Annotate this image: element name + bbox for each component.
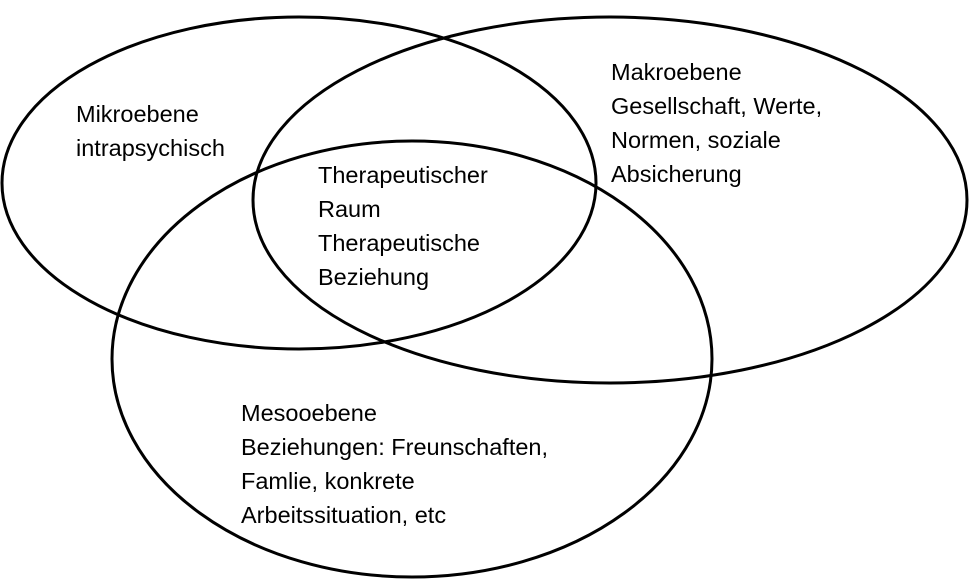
center-label-line: Raum	[318, 196, 381, 222]
makro-label-line: Gesellschaft, Werte,	[611, 93, 823, 119]
center-label-line: Therapeutische	[318, 230, 480, 256]
mikro-label-line: intrapsychisch	[76, 135, 225, 161]
mikro-label-line: Mikroebene	[76, 101, 199, 127]
meso-label-line: Mesooebene	[241, 400, 377, 426]
meso-label: Mesooebene Beziehungen: Freunschaften, F…	[241, 396, 548, 532]
center-label: Therapeutischer Raum Therapeutische Bezi…	[318, 158, 488, 294]
mikro-label: Mikroebene intrapsychisch	[76, 97, 225, 165]
makro-label-line: Makroebene	[611, 59, 742, 85]
meso-ellipse	[110, 139, 714, 579]
meso-label-line: Famlie, konkrete	[241, 468, 415, 494]
meso-label-line: Arbeitssituation, etc	[241, 502, 447, 528]
meso-label-line: Beziehungen: Freunschaften,	[241, 434, 549, 460]
center-label-line: Beziehung	[318, 264, 430, 290]
makro-label: Makroebene Gesellschaft, Werte, Normen, …	[611, 55, 822, 191]
center-label-line: Therapeutischer	[318, 162, 488, 188]
makro-label-line: Normen, soziale	[611, 127, 781, 153]
makro-ellipse	[251, 15, 969, 385]
mikro-ellipse	[0, 15, 598, 351]
makro-label-line: Absicherung	[611, 161, 742, 187]
